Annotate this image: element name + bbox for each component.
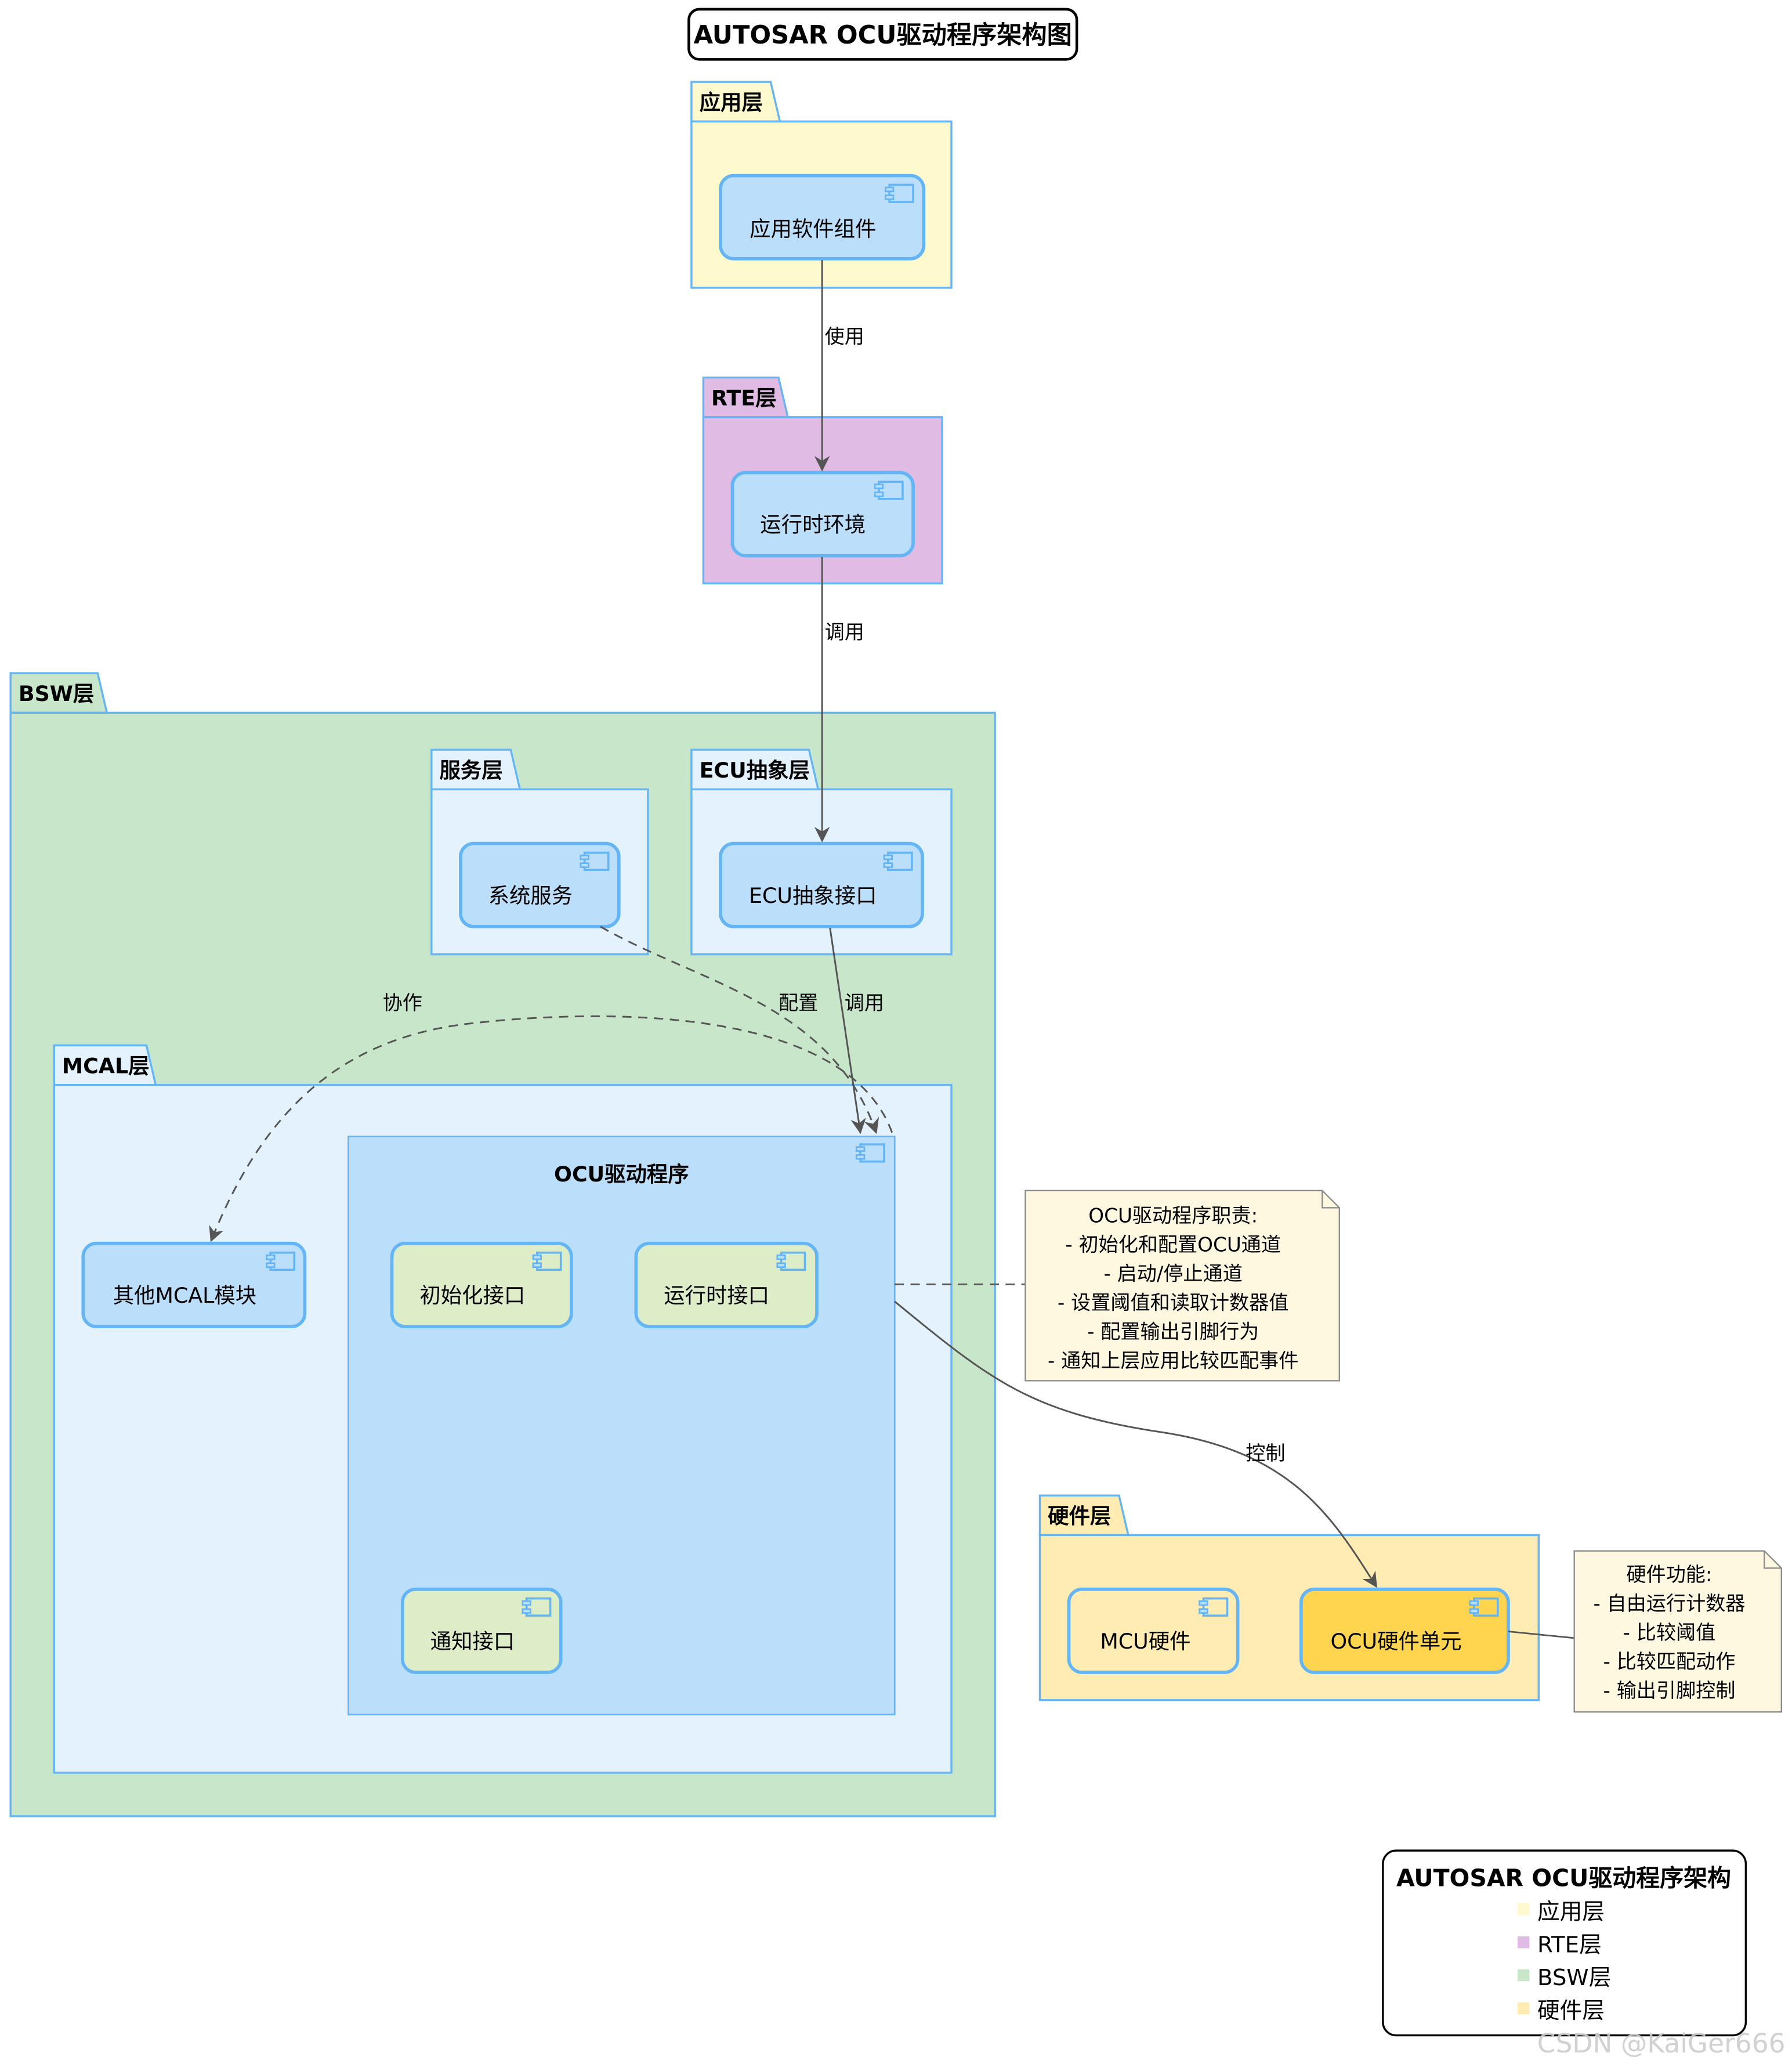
svg-text:- 输出引脚控制: - 输出引脚控制 <box>1603 1679 1736 1703</box>
svg-text:- 设置阈值和读取计数器值: - 设置阈值和读取计数器值 <box>1058 1291 1288 1314</box>
component-runtime-interface[interactable]: 运行时接口 <box>634 1241 819 1328</box>
legend-item: 硬件层 <box>1537 1998 1605 2024</box>
svg-text:通知接口: 通知接口 <box>430 1629 515 1654</box>
package-service-label: 服务层 <box>439 758 502 783</box>
svg-text:系统服务: 系统服务 <box>488 883 573 908</box>
package-bsw-label: BSW层 <box>19 681 94 706</box>
legend-item: RTE层 <box>1537 1932 1602 1958</box>
component-notify-interface[interactable]: 通知接口 <box>400 1587 563 1674</box>
edge-control: 控制 <box>894 1300 1377 1588</box>
svg-text:- 比较匹配动作: - 比较匹配动作 <box>1603 1650 1736 1674</box>
edge-call-ecu-ocu: 调用 <box>829 927 884 1134</box>
legend-swatch <box>1517 1903 1530 1915</box>
edge-config: 配置 <box>600 926 879 1134</box>
svg-text:- 初始化和配置OCU通道: - 初始化和配置OCU通道 <box>1065 1233 1281 1256</box>
svg-text:应用软件组件: 应用软件组件 <box>750 216 876 241</box>
svg-text:控制: 控制 <box>1246 1442 1285 1465</box>
edge-call-rte-ecu: 调用 <box>814 556 864 843</box>
edge-coop: 协作 <box>209 992 893 1242</box>
svg-text:硬件功能:: 硬件功能: <box>1626 1563 1712 1586</box>
svg-text:- 自由运行计数器: - 自由运行计数器 <box>1593 1592 1745 1615</box>
legend-swatch <box>1517 1969 1530 1982</box>
legend-swatch <box>1517 2002 1530 2015</box>
legend-title: AUTOSAR OCU驱动程序架构 <box>1396 1864 1731 1892</box>
svg-text:初始化接口: 初始化接口 <box>419 1283 525 1308</box>
component-app-sw[interactable]: 应用软件组件 <box>719 174 926 261</box>
component-ocu-hw[interactable]: OCU硬件单元 <box>1299 1587 1510 1674</box>
package-rte-label: RTE层 <box>711 385 776 410</box>
svg-text:调用: 调用 <box>825 621 864 644</box>
svg-text:MCU硬件: MCU硬件 <box>1100 1629 1190 1654</box>
svg-text:OCU硬件单元: OCU硬件单元 <box>1331 1629 1462 1654</box>
svg-text:OCU驱动程序: OCU驱动程序 <box>554 1162 689 1187</box>
note-connector-hw <box>1508 1631 1574 1639</box>
diagram-title: AUTOSAR OCU驱动程序架构图 <box>687 8 1078 61</box>
legend: AUTOSAR OCU驱动程序架构 应用层 RTE层 BSW层 硬件层 <box>1382 1849 1747 2037</box>
svg-text:其他MCAL模块: 其他MCAL模块 <box>113 1283 256 1308</box>
component-mcu-hw[interactable]: MCU硬件 <box>1067 1587 1240 1674</box>
svg-text:配置: 配置 <box>779 992 818 1015</box>
svg-text:使用: 使用 <box>825 325 864 348</box>
svg-text:AUTOSAR OCU驱动程序架构图: AUTOSAR OCU驱动程序架构图 <box>694 21 1072 50</box>
svg-text:- 通知上层应用比较匹配事件: - 通知上层应用比较匹配事件 <box>1048 1350 1298 1373</box>
svg-text:- 启动/停止通道: - 启动/停止通道 <box>1104 1262 1243 1285</box>
package-hw-label: 硬件层 <box>1048 1503 1111 1528</box>
note-ocu-responsibilities: OCU驱动程序职责: - 初始化和配置OCU通道 - 启动/停止通道 - 设置阈… <box>1024 1190 1340 1382</box>
svg-text:调用: 调用 <box>845 992 884 1015</box>
svg-text:ECU抽象接口: ECU抽象接口 <box>749 883 877 908</box>
watermark-text: CSDN @KaiGer666 <box>1537 2028 1786 2059</box>
package-ecu-label: ECU抽象层 <box>700 758 810 783</box>
note-hw-functions: 硬件功能: - 自由运行计数器 - 比较阈值 - 比较匹配动作 - 输出引脚控制 <box>1573 1550 1782 1713</box>
component-rte-env[interactable]: 运行时环境 <box>730 471 915 558</box>
component-other-mcal[interactable]: 其他MCAL模块 <box>81 1241 307 1328</box>
component-init-interface[interactable]: 初始化接口 <box>390 1241 573 1328</box>
legend-swatch <box>1517 1936 1530 1949</box>
package-app-label: 应用层 <box>700 90 763 115</box>
package-mcal-label: MCAL层 <box>62 1053 150 1078</box>
svg-text:- 配置输出引脚行为: - 配置输出引脚行为 <box>1087 1321 1259 1344</box>
svg-text:运行时接口: 运行时接口 <box>664 1283 769 1308</box>
svg-text:运行时环境: 运行时环境 <box>760 512 866 537</box>
svg-text:OCU驱动程序职责:: OCU驱动程序职责: <box>1088 1204 1258 1227</box>
svg-text:- 比较阈值: - 比较阈值 <box>1623 1621 1716 1644</box>
svg-text:协作: 协作 <box>383 992 422 1015</box>
component-ecu-interface[interactable]: ECU抽象接口 <box>719 841 924 928</box>
legend-item: 应用层 <box>1537 1899 1605 1925</box>
legend-item: BSW层 <box>1537 1965 1611 1991</box>
component-system-service[interactable]: 系统服务 <box>459 841 621 928</box>
edge-use: 使用 <box>814 260 864 472</box>
